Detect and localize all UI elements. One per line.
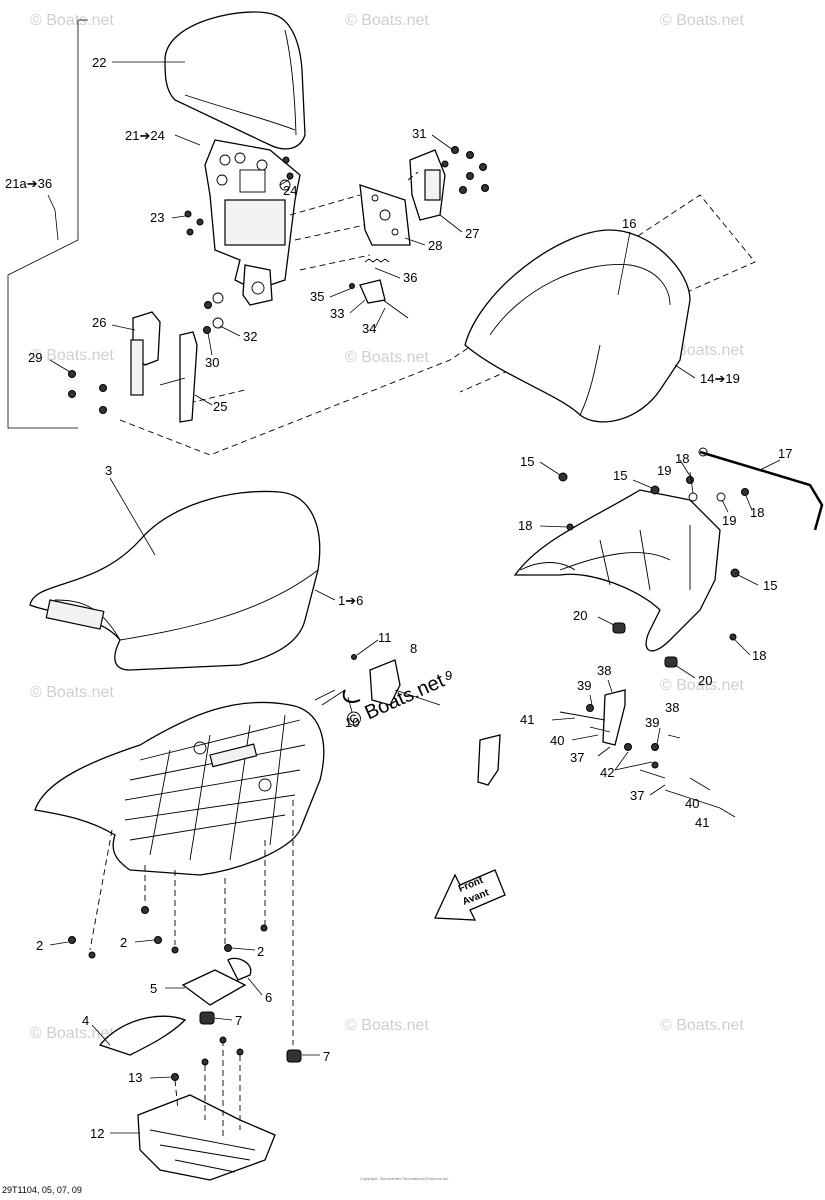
callout-4: 4 (82, 1013, 89, 1028)
grab-posts (477, 689, 721, 809)
callout-15-b: 15 (613, 468, 627, 483)
callout-38-a: 38 (597, 663, 611, 678)
callout-10: 10 (345, 715, 359, 730)
callout-38-b: 38 (665, 700, 679, 715)
latch-parts (349, 258, 409, 319)
watermark-2: © Boats.net (345, 12, 429, 29)
seat-base (34, 701, 325, 876)
callout-27: 27 (465, 226, 479, 241)
callout-25: 25 (213, 399, 227, 414)
callout-22: 22 (92, 55, 106, 70)
callout-2-b: 2 (120, 935, 127, 950)
base-hardware (68, 800, 294, 1045)
leader-lines (47, 61, 781, 1134)
callout-labels: 22 21➔24 21a➔36 24 23 31 27 28 36 35 33 … (5, 55, 792, 1141)
callout-40-a: 40 (550, 733, 564, 748)
callout-15-c: 15 (763, 578, 777, 593)
callout-41-a: 41 (520, 712, 534, 727)
callout-18-a: 18 (675, 451, 689, 466)
callout-16: 16 (622, 216, 636, 231)
footer-code: 29T1104, 05, 07, 09 (2, 1185, 82, 1195)
callout-24: 24 (283, 183, 297, 198)
cover-4 (98, 1015, 187, 1056)
main-seat (29, 490, 321, 671)
nut-cluster-31 (441, 146, 489, 194)
bottom-pan (137, 1036, 276, 1181)
callout-39-a: 39 (577, 678, 591, 693)
callout-37-b: 37 (630, 788, 644, 803)
callout-23: 23 (150, 210, 164, 225)
watermark-5: © Boats.net (345, 349, 429, 366)
screws-23-24 (184, 156, 294, 236)
callout-42: 42 (600, 765, 614, 780)
callout-19-b: 19 (722, 513, 736, 528)
callout-12: 12 (90, 1126, 104, 1141)
callout-30: 30 (205, 355, 219, 370)
callout-36: 36 (403, 270, 417, 285)
backrest-pad (164, 11, 306, 150)
watermark-8: © Boats.net (660, 677, 744, 694)
callout-29: 29 (28, 350, 42, 365)
callout-2-c: 2 (257, 944, 264, 959)
hinge (409, 149, 446, 221)
callout-18-b: 18 (750, 505, 764, 520)
handle-hardware (558, 472, 749, 641)
callout-31: 31 (412, 126, 426, 141)
callout-33: 33 (330, 306, 344, 321)
callout-32: 32 (243, 329, 257, 344)
callout-8: 8 (410, 641, 417, 656)
callout-5: 5 (150, 981, 157, 996)
callout-7-a: 7 (235, 1013, 242, 1028)
callout-6: 6 (265, 990, 272, 1005)
callout-11: 11 (378, 630, 392, 645)
callout-3: 3 (105, 463, 112, 478)
watermark-11: © Boats.net (660, 1017, 744, 1034)
bracket-8 (351, 654, 441, 706)
rod (698, 447, 824, 531)
callout-21a-36: 21a➔36 (5, 176, 52, 191)
cable-10 (342, 689, 361, 703)
callout-17: 17 (778, 446, 792, 461)
callout-13: 13 (128, 1070, 142, 1085)
watermark-9: © Boats.net (30, 1025, 114, 1042)
callout-1-6: 1➔6 (338, 593, 363, 608)
watermark-7: © Boats.net (30, 684, 114, 701)
washers-nuts (68, 292, 224, 414)
front-arrow: Front Avant (434, 869, 506, 921)
small-plates (181, 957, 302, 1063)
callout-21-24: 21➔24 (125, 128, 165, 143)
callout-39-b: 39 (645, 715, 659, 730)
bracket-plate (359, 184, 411, 246)
bumpers (612, 622, 678, 668)
callout-28: 28 (428, 238, 442, 253)
callout-19-a: 19 (657, 463, 671, 478)
callout-15-a: 15 (520, 454, 534, 469)
callout-37-a: 37 (570, 750, 584, 765)
callout-40-b: 40 (685, 796, 699, 811)
callout-35: 35 (310, 289, 324, 304)
support-posts (130, 311, 198, 423)
callout-34: 34 (362, 321, 376, 336)
callout-18-c: 18 (518, 518, 532, 533)
callout-2-a: 2 (36, 938, 43, 953)
backrest-bracket (7, 19, 88, 429)
passenger-seat (464, 229, 691, 423)
callout-26: 26 (92, 315, 106, 330)
callout-14-19: 14➔19 (700, 371, 740, 386)
watermark-10: © Boats.net (345, 1017, 429, 1034)
callout-20-b: 20 (698, 673, 712, 688)
watermark-3: © Boats.net (660, 12, 744, 29)
callout-20-a: 20 (573, 608, 587, 623)
callout-18-d: 18 (752, 648, 766, 663)
watermark-4: © Boats.net (30, 347, 114, 364)
footer-copyright: Copyright / Bombardier Recreational Prod… (360, 1176, 449, 1181)
backrest-frame (204, 139, 301, 306)
watermark-1: © Boats.net (30, 12, 114, 29)
callout-41-b: 41 (695, 815, 709, 830)
callout-7-b: 7 (323, 1049, 330, 1064)
callout-9: 9 (445, 668, 452, 683)
